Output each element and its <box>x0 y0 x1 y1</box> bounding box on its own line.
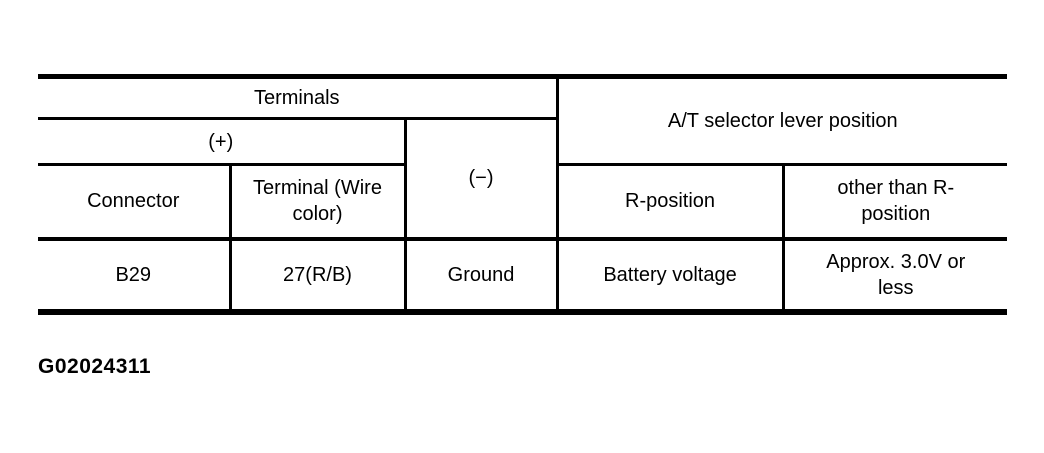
other-than-r-value: Approx. 3.0V or less <box>826 250 966 299</box>
terminals-header-cell: Terminals <box>38 74 559 120</box>
data-cell-other-than-r: Approx. 3.0V or less <box>783 236 1008 315</box>
data-cell-terminal-wire-color: 27(R/B) <box>230 236 407 315</box>
data-cell-minus: Ground <box>405 236 559 315</box>
figure-code: G02024311 <box>38 355 152 378</box>
lever-position-header-label: A/T selector lever position <box>667 110 898 132</box>
other-than-r-header-label: other than R-position <box>837 177 955 226</box>
data-cell-connector: B29 <box>38 236 232 315</box>
data-cell-r-position: Battery voltage <box>557 236 785 315</box>
terminal-wire-color-value: 27(R/B) <box>283 263 352 286</box>
plus-header-label: (+) <box>208 130 234 153</box>
r-position-value: Battery voltage <box>603 263 737 286</box>
lever-position-header-cell: A/T selector lever position <box>555 74 1008 166</box>
terminal-spec-table: Terminals A/T selector lever position (+… <box>38 74 1008 315</box>
terminal-wire-color-header-cell: Terminal (Wire color) <box>230 164 407 239</box>
plus-header-cell: (+) <box>38 118 407 166</box>
table-row: B29 27(R/B) Ground Battery voltage Appro… <box>38 236 1008 315</box>
minus-header-cell: (−) <box>403 118 559 239</box>
connector-header-cell: Connector <box>38 164 232 239</box>
connector-header-label: Connector <box>87 190 180 213</box>
connector-value: B29 <box>115 263 152 286</box>
r-position-header-cell: R-position <box>555 164 785 239</box>
r-position-header-label: R-position <box>625 190 716 213</box>
minus-header-label: (−) <box>468 167 494 190</box>
minus-value: Ground <box>447 263 515 286</box>
terminal-wire-color-header-label: Terminal (Wire color) <box>253 177 382 226</box>
terminals-header-label: Terminals <box>253 87 340 109</box>
other-than-r-header-cell: other than R-position <box>783 165 1007 239</box>
